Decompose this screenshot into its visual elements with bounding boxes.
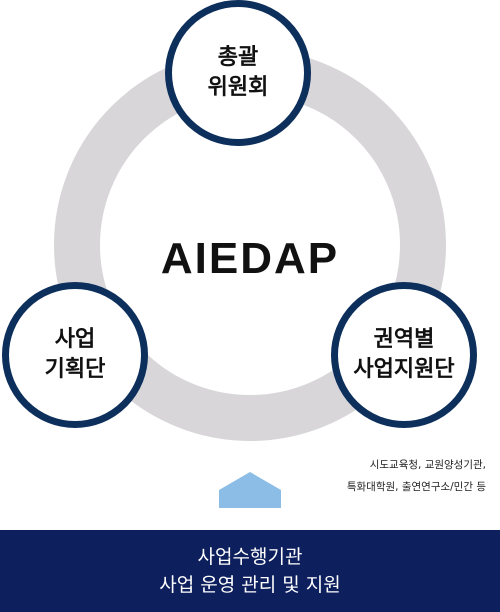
regional-support-note-line2: 특화대학원, 출연연구소/민간 등: [346, 481, 486, 493]
node-planning-group-line1: 사업: [54, 327, 96, 352]
executing-agency-box: 사업수행기관 사업 운영 관리 및 지원: [0, 530, 500, 612]
node-general-committee-line2: 위원회: [207, 75, 269, 100]
regional-support-note: 시도교육청, 교원양성기관, 특화대학원, 출연연구소/민간 등: [286, 454, 486, 498]
node-regional-support-group-line1: 권역별: [373, 327, 435, 352]
node-planning-group-line2: 기획단: [44, 357, 106, 382]
center-title: AIEDAP: [160, 234, 340, 283]
up-arrow-head: [219, 472, 281, 490]
up-arrow-body: [219, 490, 281, 508]
executing-agency-line2: 사업 운영 관리 및 지원: [159, 574, 341, 596]
executing-agency-line1: 사업수행기관: [197, 546, 303, 568]
node-planning-group: 사업 기획단: [2, 282, 148, 428]
regional-support-note-line1: 시도교육청, 교원양성기관,: [369, 459, 486, 471]
up-arrow-icon: [219, 472, 281, 508]
node-general-committee: 총괄 위원회: [165, 0, 311, 146]
node-regional-support-group-line2: 사업지원단: [353, 357, 455, 382]
node-regional-support-group: 권역별 사업지원단: [331, 282, 477, 428]
node-general-committee-line1: 총괄: [217, 45, 259, 70]
